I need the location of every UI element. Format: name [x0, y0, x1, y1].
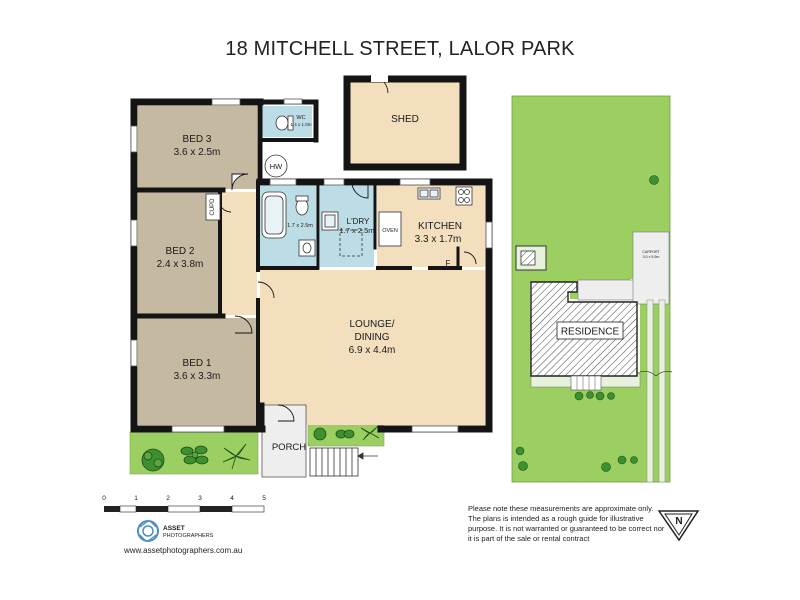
windows: [130, 98, 493, 433]
disclaimer-text: Please note these measurements are appro…: [468, 504, 665, 543]
fixtures: [205, 115, 473, 257]
scale-tick-1: 1: [134, 495, 138, 502]
scale-tick-3: 3: [198, 495, 202, 502]
bed1-dims: 3.6 x 3.3m: [174, 371, 221, 382]
lounge-label-line2: DINING: [355, 332, 390, 343]
bed1-room: [138, 318, 257, 425]
lounge-dims: 6.9 x 4.4m: [349, 345, 396, 356]
scale-tick-2: 2: [166, 495, 170, 502]
porch-steps: [309, 447, 378, 477]
cooktop: [455, 186, 473, 206]
scale-bar: 0 1 2 3 4 5: [102, 495, 266, 513]
shed-door-gap: [371, 74, 388, 82]
scale-tick-0: 0: [102, 495, 106, 502]
site-plants: [515, 175, 659, 472]
oven-label: OVEN: [382, 228, 398, 234]
north-compass: N: [657, 510, 700, 542]
shed-room: [343, 75, 467, 171]
shed-footprint: [520, 250, 536, 266]
shed-label: SHED: [391, 114, 419, 125]
carport: [632, 231, 670, 305]
carport-label-line1: CARPORT: [642, 250, 660, 254]
fridge-label: F: [446, 259, 451, 268]
bed2-dims: 2.4 x 3.8m: [157, 259, 204, 270]
hw-label: HW: [270, 162, 283, 171]
wc-label: WC: [296, 115, 305, 121]
asset-photographers-logo: ASSET PHOTOGRAPHERS: [137, 520, 214, 542]
wc-dims: 1.4 x 1.0m: [290, 122, 311, 127]
bed1-label: BED 1: [183, 358, 212, 369]
hallway: [222, 192, 257, 315]
door-swings: [218, 173, 477, 422]
bed2-label: BED 2: [166, 246, 195, 257]
laundry-label: L'DRY: [347, 217, 370, 226]
scale-tick-4: 4: [230, 495, 234, 502]
porch-area: [261, 404, 307, 478]
bath-dims: 1.7 x 2.5m: [287, 223, 313, 229]
kitchen-label: KITCHEN: [418, 221, 462, 232]
scale-tick-5: 5: [262, 495, 266, 502]
page-title: 18 MITCHELL STREET, LALOR PARK: [225, 38, 575, 60]
website-link[interactable]: www.assetphotographers.com.au: [124, 546, 243, 555]
bed2-room: [138, 192, 219, 315]
compass-label: N: [675, 516, 682, 527]
toilet-wc: [275, 115, 289, 131]
cupboard: [205, 193, 221, 221]
kitchen-sink: [417, 187, 441, 200]
logo-line1: ASSET: [163, 525, 185, 532]
porch-label: PORCH: [272, 442, 306, 453]
laundry-dims: 1.7 x 2.5m: [339, 226, 374, 235]
kitchen-dims: 3.3 x 1.7m: [415, 234, 462, 245]
residence-label: RESIDENCE: [561, 327, 620, 338]
lounge-dining-room: [260, 270, 485, 425]
bed3-label: BED 3: [183, 134, 212, 145]
cupd-label: CUPD: [210, 198, 216, 216]
carport-label-line2: 3.0 x 5.5m: [643, 255, 660, 259]
garden-plants: [141, 425, 380, 472]
oven-cabinet: [378, 211, 402, 247]
lounge-label-line1: LOUNGE/: [349, 319, 394, 330]
laundry-machine: [339, 229, 363, 257]
logo-line2: PHOTOGRAPHERS: [163, 533, 214, 539]
bed3-dims: 3.6 x 2.5m: [174, 147, 221, 158]
site-plan: RESIDENCE CARPORT 3.0 x 5.5m: [511, 95, 673, 483]
